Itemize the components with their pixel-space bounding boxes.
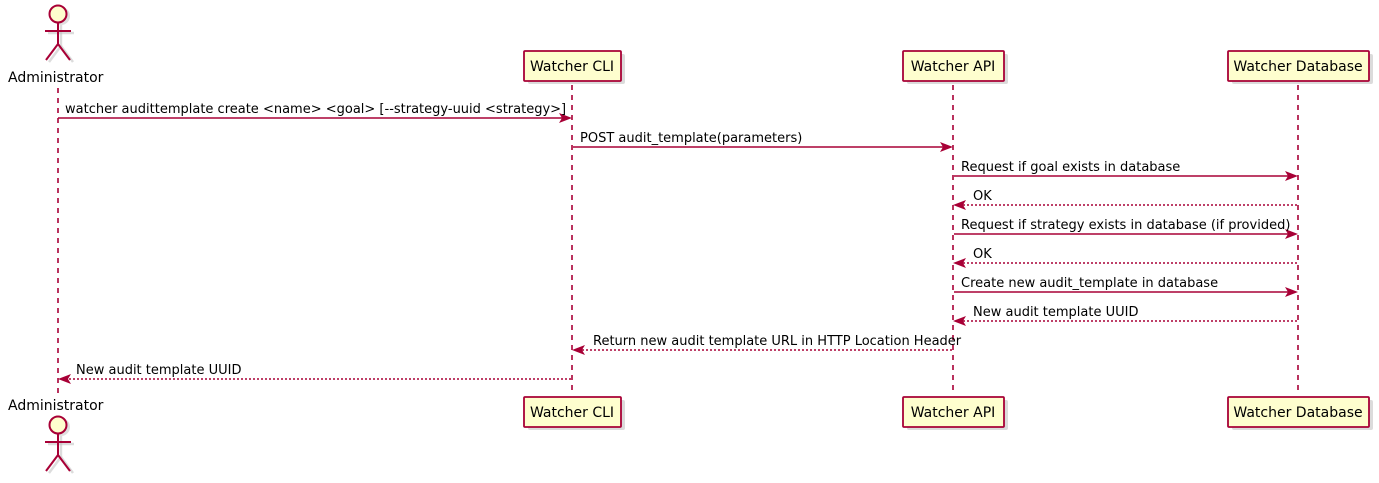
arrowhead-left-icon: [953, 200, 966, 210]
arrowhead-left-icon: [572, 345, 585, 355]
message-5[interactable]: Request if strategy exists in database (…: [954, 218, 1298, 239]
arrowhead-left-icon: [58, 374, 71, 384]
participant-box[interactable]: [1227, 396, 1370, 428]
message-label: OK: [973, 247, 992, 262]
participant-watcher-database-top[interactable]: Watcher Database: [1227, 50, 1373, 84]
message-label: Request if goal exists in database: [961, 160, 1180, 175]
actor-head-icon: [48, 4, 68, 24]
actor-left-leg-icon: [45, 454, 59, 472]
participant-box[interactable]: [1227, 50, 1370, 82]
message-4[interactable]: OK: [953, 189, 1297, 210]
participant-box[interactable]: [523, 50, 622, 82]
actor-head-icon: [48, 415, 68, 435]
participant-box[interactable]: [523, 396, 622, 428]
message-7[interactable]: Create new audit_template in database: [954, 276, 1298, 297]
arrowhead-right-icon: [1285, 229, 1298, 239]
lifelines-group: [57, 85, 1299, 398]
actor-right-leg-icon: [57, 43, 71, 61]
participant-label-watcher-cli: Watcher CLI: [530, 405, 614, 421]
message-1[interactable]: watcher audittemplate create <name> <goa…: [58, 102, 572, 123]
message-8[interactable]: New audit template UUID: [953, 305, 1297, 326]
participant-label-watcher-api: Watcher API: [911, 59, 996, 75]
arrowhead-right-icon: [1285, 287, 1298, 297]
actor-label-administrator-top: Administrator: [8, 70, 104, 86]
actor-right-leg-icon: [57, 454, 71, 472]
actor-label-administrator-bottom: Administrator: [8, 398, 104, 414]
message-label: OK: [973, 189, 992, 204]
message-label: Create new audit_template in database: [961, 276, 1218, 291]
participant-box[interactable]: [902, 396, 1005, 428]
participant-watcher-api-top[interactable]: Watcher API: [902, 50, 1008, 84]
arrowhead-right-icon: [940, 142, 953, 152]
message-10[interactable]: New audit template UUID: [58, 363, 571, 384]
arrowhead-right-icon: [1285, 171, 1298, 181]
arrowhead-right-icon: [559, 113, 572, 123]
message-label: New audit template UUID: [973, 305, 1138, 320]
participant-label-watcher-cli: Watcher CLI: [530, 59, 614, 75]
message-label: POST audit_template(parameters): [580, 131, 802, 146]
message-3[interactable]: Request if goal exists in database: [954, 160, 1298, 181]
participant-watcher-cli-top[interactable]: Watcher CLI: [523, 50, 625, 84]
participant-label-watcher-database: Watcher Database: [1233, 59, 1362, 75]
actor-administrator-bottom[interactable]: Administrator: [8, 398, 104, 474]
participant-label-watcher-database: Watcher Database: [1233, 405, 1362, 421]
participant-box[interactable]: [902, 50, 1005, 82]
message-6[interactable]: OK: [953, 247, 1297, 268]
participant-watcher-api-bottom[interactable]: Watcher API: [902, 396, 1008, 430]
participant-watcher-cli-bottom[interactable]: Watcher CLI: [523, 396, 625, 430]
arrowhead-left-icon: [953, 258, 966, 268]
message-label: Request if strategy exists in database (…: [961, 218, 1290, 233]
participant-watcher-database-bottom[interactable]: Watcher Database: [1227, 396, 1373, 430]
message-9[interactable]: Return new audit template URL in HTTP Lo…: [572, 334, 962, 355]
message-2[interactable]: POST audit_template(parameters): [573, 131, 953, 152]
participant-label-watcher-api: Watcher API: [911, 405, 996, 421]
actor-administrator-top[interactable]: Administrator: [8, 4, 104, 87]
arrowhead-left-icon: [953, 316, 966, 326]
message-label: watcher audittemplate create <name> <goa…: [65, 102, 566, 117]
actor-left-leg-icon: [45, 43, 59, 61]
message-label: New audit template UUID: [76, 363, 241, 378]
message-label: Return new audit template URL in HTTP Lo…: [593, 334, 962, 349]
